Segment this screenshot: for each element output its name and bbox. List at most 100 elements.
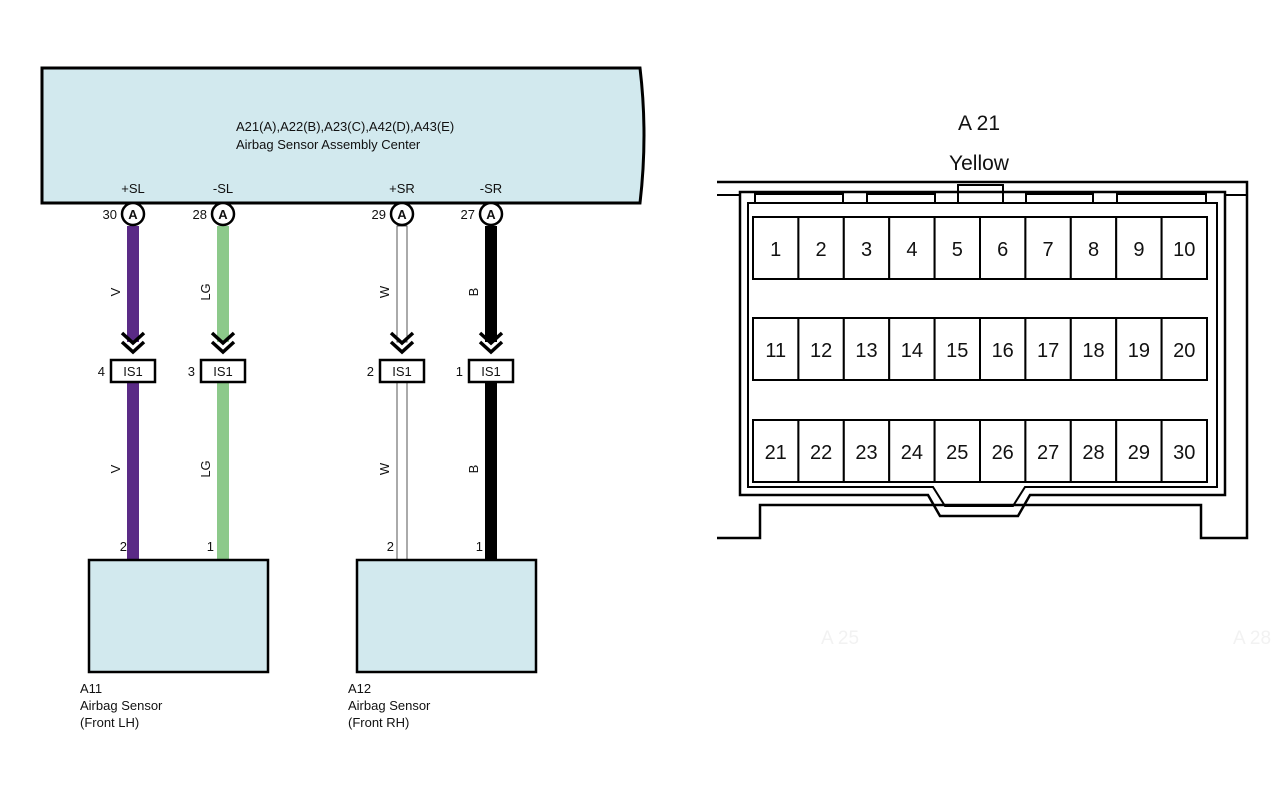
sensor-lh-id: A11 bbox=[80, 681, 102, 696]
connector-pin-cell bbox=[1115, 419, 1163, 483]
wire-color-label: LG bbox=[198, 460, 213, 477]
connector-pin-cell bbox=[1160, 419, 1208, 483]
connector-pin-number: 30 bbox=[103, 207, 117, 222]
connector-pin-label: 8 bbox=[1088, 239, 1099, 261]
connector-pin-label: 28 bbox=[1082, 442, 1104, 464]
connector-pin-label: 9 bbox=[1133, 239, 1144, 261]
wire-color-label: B bbox=[466, 465, 481, 474]
sensor-lh-side: (Front LH) bbox=[80, 715, 139, 730]
connector-pin-cell bbox=[979, 419, 1027, 483]
sensor-pin-number: 1 bbox=[207, 539, 214, 554]
connector-pin-label: 3 bbox=[861, 239, 872, 261]
connector-pin-label: 11 bbox=[765, 340, 786, 362]
connector-letter: A bbox=[397, 207, 407, 222]
chevron-down-icon bbox=[120, 331, 146, 355]
connector-pin-label: 1 bbox=[770, 239, 781, 261]
connector-pin-cell bbox=[933, 216, 981, 280]
junction-pin-number: 1 bbox=[456, 364, 463, 379]
connector-pin-cell bbox=[1024, 317, 1072, 381]
wire-segment bbox=[127, 382, 139, 560]
assembly-name: Airbag Sensor Assembly Center bbox=[236, 137, 421, 152]
connector-pin-label: 17 bbox=[1037, 340, 1059, 362]
chevron-down-icon bbox=[210, 331, 236, 355]
connector-pin-cell bbox=[888, 419, 936, 483]
sensor-lh-box bbox=[87, 558, 270, 674]
wire-group: +SLA30VVIS142+SL-SLA28LGLGIS131-SL+SRA29… bbox=[98, 181, 515, 583]
connector-pin-label: 12 bbox=[810, 340, 832, 362]
connector-pin-label: 4 bbox=[906, 239, 917, 261]
circuit-signal-label: -SR bbox=[480, 181, 502, 196]
junction-label: IS1 bbox=[481, 364, 501, 379]
circuit-signal-label: +SR bbox=[389, 181, 415, 196]
circuit-signal-label: -SL bbox=[213, 181, 233, 196]
junction-label: IS1 bbox=[123, 364, 143, 379]
junction-box bbox=[109, 358, 157, 384]
connector-pin-cell bbox=[752, 317, 800, 381]
junction-label: IS1 bbox=[392, 364, 412, 379]
junction-box bbox=[467, 358, 515, 384]
connector-pin-label: 19 bbox=[1128, 340, 1150, 362]
connector-pin-cell bbox=[1160, 317, 1208, 381]
wire-color-label: W bbox=[377, 285, 392, 298]
connector-letter: A bbox=[486, 207, 496, 222]
junction-box bbox=[378, 358, 426, 384]
sensor-lh-name: Airbag Sensor bbox=[80, 698, 163, 713]
connector-pin-label: 20 bbox=[1173, 340, 1195, 362]
junction-pin-number: 3 bbox=[188, 364, 195, 379]
sensor-rh-side: (Front RH) bbox=[348, 715, 409, 730]
connector-pin-cell bbox=[797, 419, 845, 483]
connector-pin-label: 16 bbox=[992, 340, 1014, 362]
connector-pin-label: 18 bbox=[1082, 340, 1104, 362]
faint-label-2: A 28 bbox=[1233, 628, 1271, 649]
assembly-box: A21(A),A22(B),A23(C),A42(D),A43(E) Airba… bbox=[40, 66, 646, 205]
sensor-pin-number: 2 bbox=[120, 539, 127, 554]
connector-pin-cell bbox=[1069, 317, 1118, 381]
connector-pin-label: 21 bbox=[765, 442, 787, 464]
connector-pin-circle bbox=[478, 201, 504, 227]
wire-color-label: W bbox=[377, 462, 392, 475]
wire-segment bbox=[217, 382, 229, 560]
connector-pin-cell bbox=[1115, 317, 1163, 381]
sensor-rh-box bbox=[355, 558, 538, 674]
connector-pin-cell bbox=[797, 216, 845, 280]
junction-label: IS1 bbox=[213, 364, 233, 379]
sensor-rh-name: Airbag Sensor bbox=[348, 698, 431, 713]
chevron-down-icon bbox=[389, 331, 415, 355]
connector-pin-circle bbox=[389, 201, 415, 227]
connector-letter: A bbox=[218, 207, 228, 222]
chevron-down-icon bbox=[478, 331, 504, 355]
connector-pin-cell bbox=[842, 317, 891, 381]
connector-pin-cell bbox=[752, 419, 800, 483]
connector-pin-cell bbox=[888, 317, 936, 381]
connector-title: A 21 bbox=[958, 112, 1000, 135]
connector-pin-cell bbox=[1069, 216, 1118, 280]
connector-pin-number: 27 bbox=[461, 207, 475, 222]
wire-color-label: B bbox=[466, 288, 481, 297]
sensor-lh: A11 Airbag Sensor (Front LH) bbox=[80, 558, 270, 730]
sensor-pin-number: 1 bbox=[476, 539, 483, 554]
connector-pin-label: 22 bbox=[810, 442, 832, 464]
sensor-rh-id: A12 bbox=[348, 681, 371, 696]
wire-segment bbox=[485, 226, 497, 342]
connector-pin-cell bbox=[933, 317, 981, 381]
junction-pin-number: 2 bbox=[367, 364, 374, 379]
connector-pin-label: 24 bbox=[901, 442, 923, 464]
wire-segment bbox=[396, 381, 408, 561]
connector-pin-label: 5 bbox=[952, 239, 963, 261]
junction-box bbox=[199, 358, 247, 384]
connector-pin-label: 2 bbox=[816, 239, 827, 261]
connector-letter: A bbox=[128, 207, 138, 222]
connector-pin-cell bbox=[1160, 216, 1208, 280]
connector-pin-cell bbox=[842, 216, 891, 280]
connector-pin-number: 29 bbox=[372, 207, 386, 222]
connector-pin-cell bbox=[1069, 419, 1118, 483]
connector-pin-label: 25 bbox=[946, 442, 968, 464]
connector-pin-cell bbox=[797, 317, 845, 381]
connector-pin-label: 26 bbox=[992, 442, 1014, 464]
